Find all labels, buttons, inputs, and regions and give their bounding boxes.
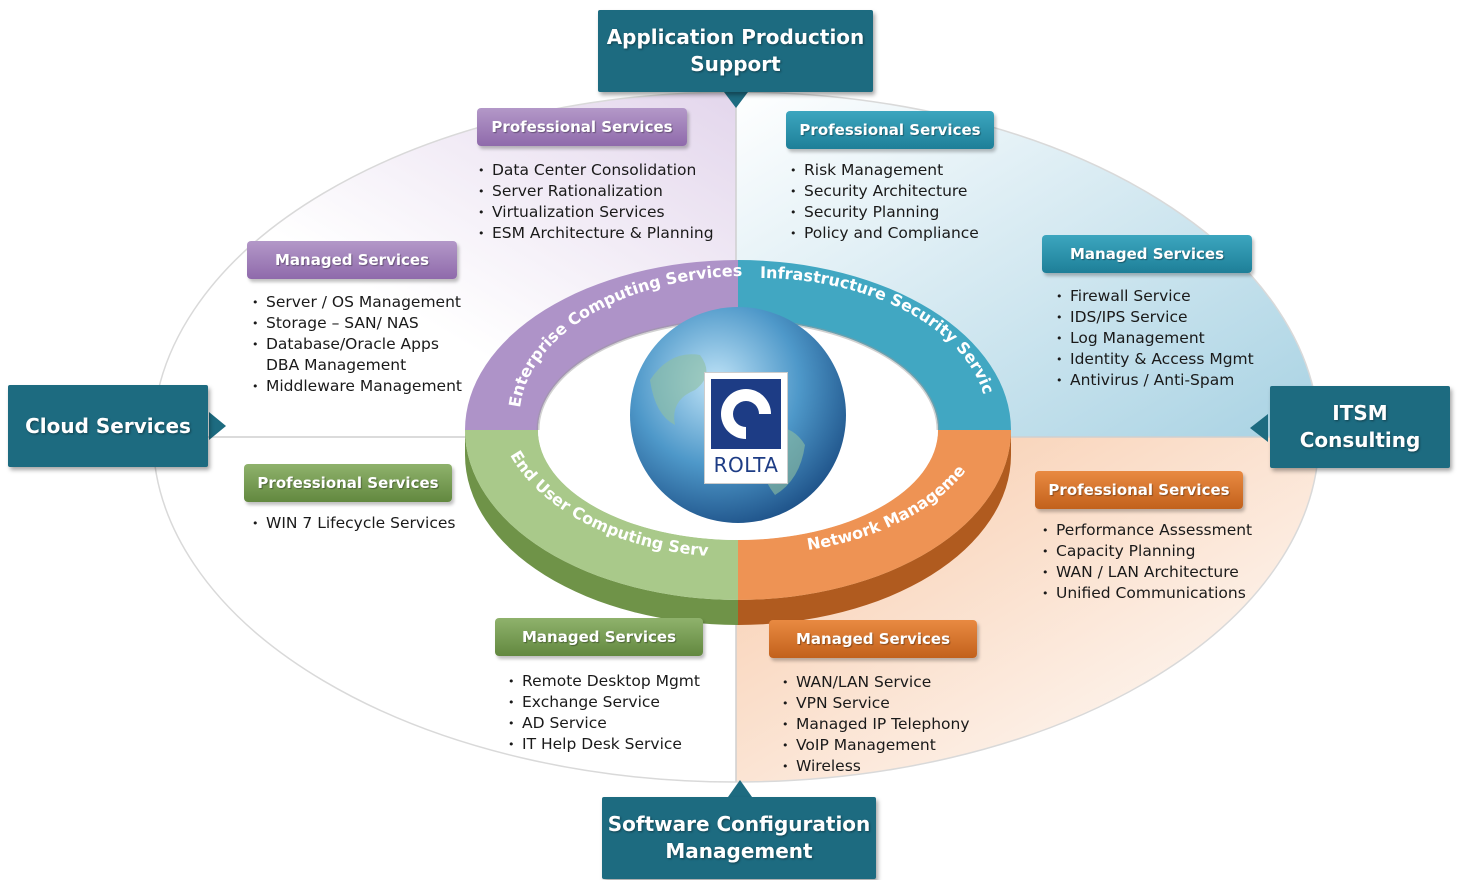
ring-network xyxy=(738,430,1011,600)
security-professional-list: Risk Management Security Architecture Se… xyxy=(790,160,979,244)
list-item: Security Architecture xyxy=(790,181,979,202)
enduser-managed-list: Remote Desktop Mgmt Exchange Service AD … xyxy=(508,671,700,755)
enterprise-professional-list: Data Center Consolidation Server Rationa… xyxy=(478,160,714,244)
ring-enduser xyxy=(465,430,738,600)
list-item: Identity & Access Mgmt xyxy=(1056,349,1254,370)
list-item: Managed IP Telephony xyxy=(782,714,970,735)
network-managed-tag: Managed Services xyxy=(769,620,977,658)
list-item: Unified Communications xyxy=(1042,583,1252,604)
app-production-support-box: Application Production Support xyxy=(598,10,873,92)
ring-infrastructure xyxy=(738,260,1011,430)
list-item: Performance Assessment xyxy=(1042,520,1252,541)
security-managed-list: Firewall Service IDS/IPS Service Log Man… xyxy=(1056,286,1254,391)
network-professional-tag: Professional Services xyxy=(1035,471,1243,509)
list-item: Middleware Management xyxy=(252,376,467,397)
rolta-logo: ROLTA xyxy=(704,372,788,484)
list-item: Policy and Compliance xyxy=(790,223,979,244)
enduser-professional-tag: Professional Services xyxy=(244,464,452,502)
list-item: Data Center Consolidation xyxy=(478,160,714,181)
list-item: Firewall Service xyxy=(1056,286,1254,307)
cloud-services-box: Cloud Services xyxy=(8,385,208,467)
list-item: ESM Architecture & Planning xyxy=(478,223,714,244)
network-professional-list: Performance Assessment Capacity Planning… xyxy=(1042,520,1252,604)
list-item: Log Management xyxy=(1056,328,1254,349)
list-item: Virtualization Services xyxy=(478,202,714,223)
ring-base xyxy=(465,430,1011,625)
list-item: Exchange Service xyxy=(508,692,700,713)
bottom-arrow xyxy=(728,780,752,797)
right-arrow xyxy=(1250,414,1268,442)
list-item: Capacity Planning xyxy=(1042,541,1252,562)
left-arrow xyxy=(209,412,226,440)
enterprise-professional-tag: Professional Services xyxy=(477,108,687,146)
list-item: WAN/LAN Service xyxy=(782,672,970,693)
top-arrow xyxy=(724,92,748,108)
list-item: IT Help Desk Service xyxy=(508,734,700,755)
ring-enterprise xyxy=(465,260,738,430)
list-item: Wireless xyxy=(782,756,970,777)
list-item: Antivirus / Anti-Spam xyxy=(1056,370,1254,391)
security-professional-tag: Professional Services xyxy=(786,111,994,149)
enduser-professional-list: WIN 7 Lifecycle Services xyxy=(252,513,456,534)
rolta-mark-icon xyxy=(711,379,781,449)
itsm-consulting-box: ITSM Consulting xyxy=(1270,386,1450,468)
enterprise-managed-tag: Managed Services xyxy=(247,241,457,279)
list-item: IDS/IPS Service xyxy=(1056,307,1254,328)
software-config-mgmt-box: Software Configuration Management xyxy=(602,797,876,879)
list-item: WAN / LAN Architecture xyxy=(1042,562,1252,583)
list-item: Storage – SAN/ NAS xyxy=(252,313,467,334)
list-item: Database/Oracle Apps DBA Management xyxy=(252,334,446,376)
list-item: Risk Management xyxy=(790,160,979,181)
enduser-managed-tag: Managed Services xyxy=(495,618,703,656)
list-item: VPN Service xyxy=(782,693,970,714)
list-item: Server / OS Management xyxy=(252,292,467,313)
rolta-logo-text: ROLTA xyxy=(713,453,779,477)
list-item: Security Planning xyxy=(790,202,979,223)
list-item: VoIP Management xyxy=(782,735,970,756)
security-managed-tag: Managed Services xyxy=(1042,235,1252,273)
list-item: AD Service xyxy=(508,713,700,734)
enterprise-managed-list: Server / OS Management Storage – SAN/ NA… xyxy=(252,292,467,397)
list-item: WIN 7 Lifecycle Services xyxy=(252,513,456,534)
list-item: Server Rationalization xyxy=(478,181,714,202)
list-item: Remote Desktop Mgmt xyxy=(508,671,700,692)
network-managed-list: WAN/LAN Service VPN Service Managed IP T… xyxy=(782,672,970,777)
